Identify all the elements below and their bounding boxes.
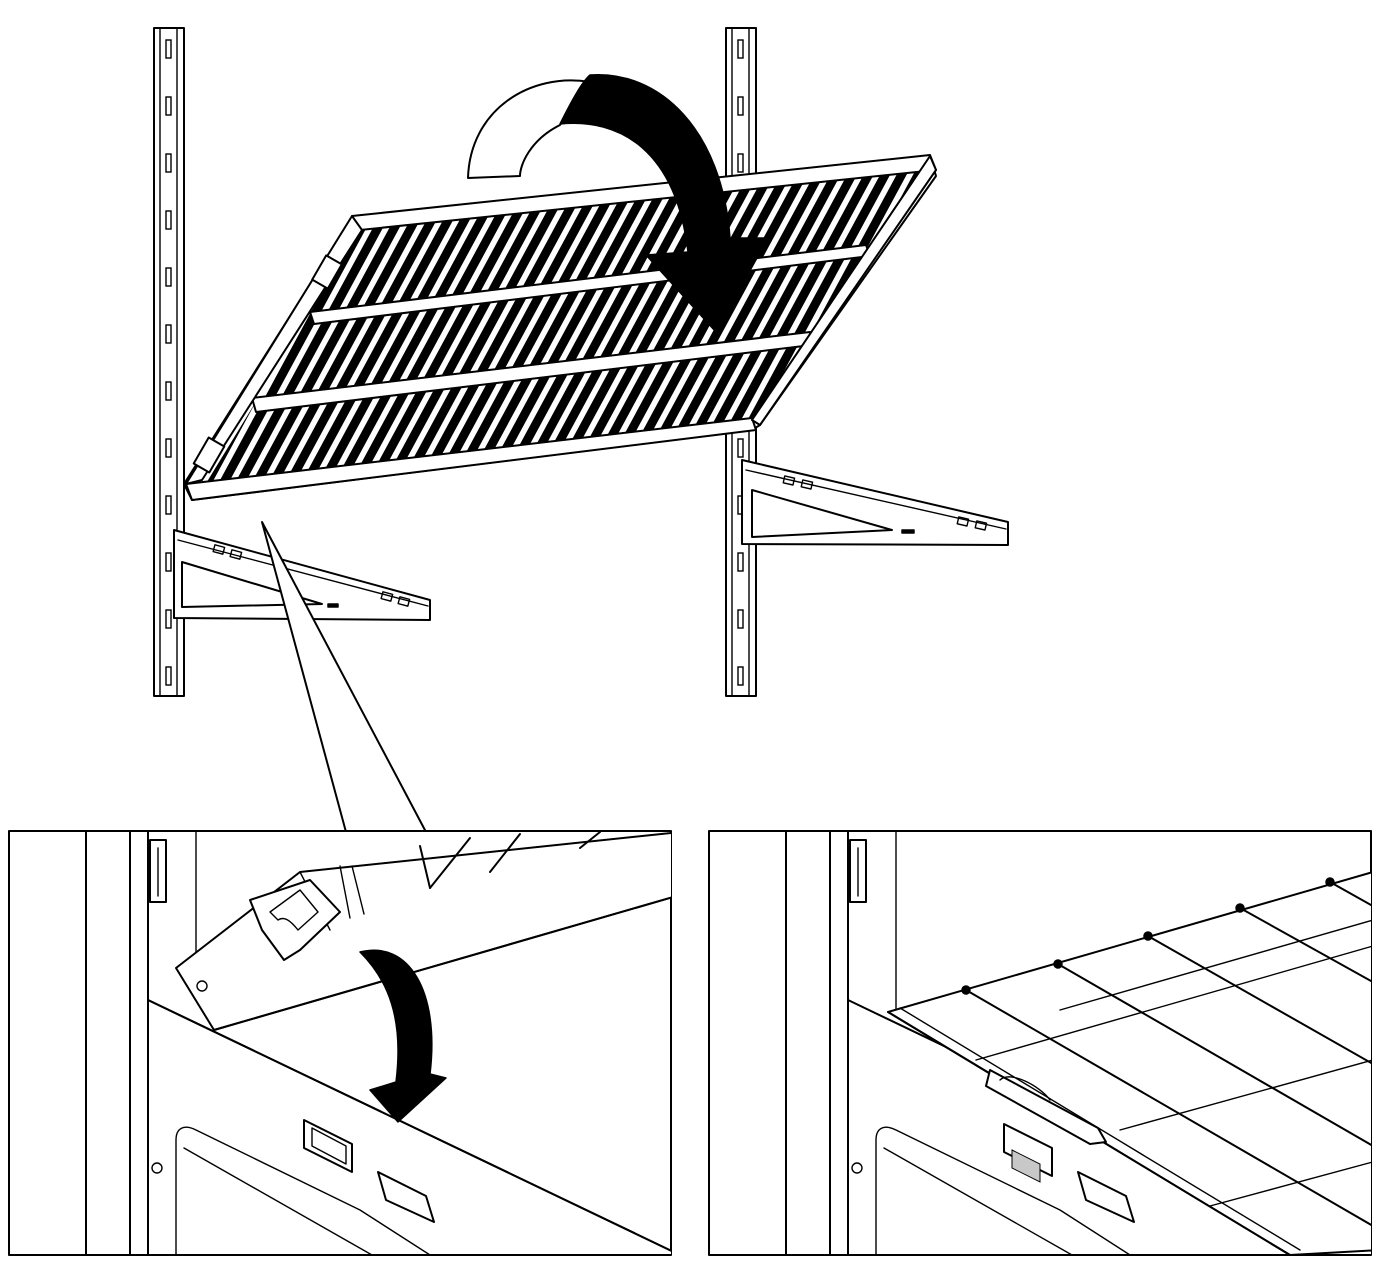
shelf-bar — [281, 172, 491, 485]
wire-shelf — [183, 154, 937, 501]
rail-slot — [737, 552, 744, 572]
shelf-bar — [264, 172, 475, 485]
rail-slot — [165, 666, 172, 686]
shelf-bar — [248, 172, 458, 485]
rail-slot — [737, 39, 744, 59]
callout-pointer — [261, 521, 427, 833]
shelf-bar — [314, 172, 524, 485]
shelf-bar — [512, 172, 722, 485]
shelf-bar — [231, 172, 442, 485]
shelf-bar — [215, 172, 425, 485]
shelf-bar — [495, 172, 706, 485]
rail-slot — [165, 210, 172, 230]
left-rail — [153, 27, 185, 697]
shelf-bar — [396, 172, 607, 485]
rail-slot — [737, 609, 744, 629]
right-bracket — [741, 459, 1009, 546]
detail-hooking-panel — [8, 830, 672, 1256]
rail-slot — [165, 324, 172, 344]
shelf-bar — [363, 172, 574, 485]
overview-panel — [153, 27, 1009, 833]
rail-slot — [165, 381, 172, 401]
shelf-bar — [479, 172, 689, 485]
shelf-bar — [462, 172, 673, 485]
rail-slot — [165, 438, 172, 458]
shelf-bar — [347, 172, 557, 485]
shelf-bar — [446, 172, 656, 485]
shelf-bar — [413, 172, 623, 485]
lower-down-arrow-icon — [359, 949, 447, 1123]
rail-slot — [737, 666, 744, 686]
rail-slot — [165, 552, 172, 572]
left-rail-slots — [165, 39, 172, 686]
rail-slot — [165, 153, 172, 173]
rail-slot — [165, 609, 172, 629]
rail-slot — [737, 438, 744, 458]
rotate-down-arrow-icon — [467, 74, 769, 333]
rail-slot — [737, 153, 744, 173]
rail-slot — [165, 495, 172, 515]
detail-installed-panel — [708, 830, 1372, 1256]
shelf-bar — [330, 172, 541, 485]
rail-slot — [737, 96, 744, 116]
shelf-bar — [380, 172, 590, 485]
shelf-bar — [205, 172, 409, 485]
rail-slot — [165, 267, 172, 287]
shelf-bar — [891, 172, 920, 485]
rail-slot — [165, 39, 172, 59]
shelf-bar — [429, 172, 640, 485]
rail-slot — [165, 96, 172, 116]
shelf-bar — [297, 172, 508, 485]
